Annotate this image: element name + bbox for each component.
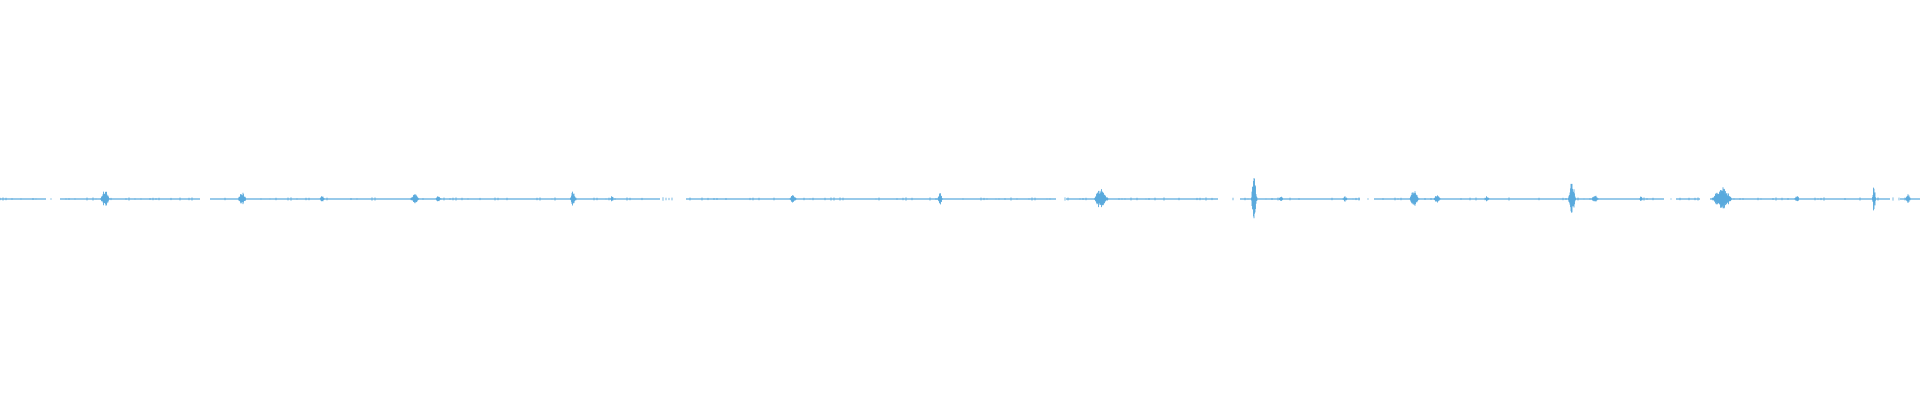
waveform-burst	[570, 191, 576, 206]
waveform-burst	[100, 191, 110, 206]
waveform-burst	[1794, 196, 1800, 202]
burst-path	[1342, 196, 1348, 202]
waveform-burst	[1278, 196, 1284, 201]
burst-path	[789, 195, 797, 203]
waveform-burst	[1591, 195, 1599, 202]
burst-path	[435, 196, 441, 202]
burst-path	[1093, 189, 1109, 208]
waveform-burst	[410, 194, 420, 204]
waveform-burst	[1093, 189, 1109, 208]
burst-path	[1711, 187, 1733, 209]
waveform-burst	[1905, 194, 1911, 203]
burst-path	[1409, 191, 1419, 206]
burst-path	[1251, 178, 1257, 219]
waveform-burst	[1251, 178, 1257, 219]
waveform-bursts	[0, 178, 1911, 219]
waveform-burst	[435, 196, 441, 202]
burst-path	[570, 191, 576, 206]
burst-path	[1433, 195, 1441, 203]
burst-path	[1568, 183, 1576, 213]
waveform-burst	[610, 196, 614, 202]
waveform-burst	[937, 193, 943, 205]
burst-path	[610, 196, 614, 202]
burst-path	[1591, 195, 1599, 202]
burst-path	[1639, 196, 1643, 201]
waveform-burst	[789, 195, 797, 203]
burst-path	[237, 192, 247, 205]
waveform-burst	[1568, 183, 1576, 213]
burst-path	[937, 193, 943, 205]
waveform-burst	[1342, 196, 1348, 202]
waveform-burst	[1639, 196, 1643, 201]
burst-path	[1905, 194, 1911, 203]
burst-path	[410, 194, 420, 204]
burst-path	[1278, 196, 1284, 201]
waveform-burst	[1409, 191, 1419, 206]
waveform-burst	[1711, 187, 1733, 209]
waveform-burst	[237, 192, 247, 205]
waveform-burst	[1433, 195, 1441, 203]
burst-path	[1794, 196, 1800, 202]
burst-path	[100, 191, 110, 206]
waveform-noise	[0, 197, 1909, 201]
